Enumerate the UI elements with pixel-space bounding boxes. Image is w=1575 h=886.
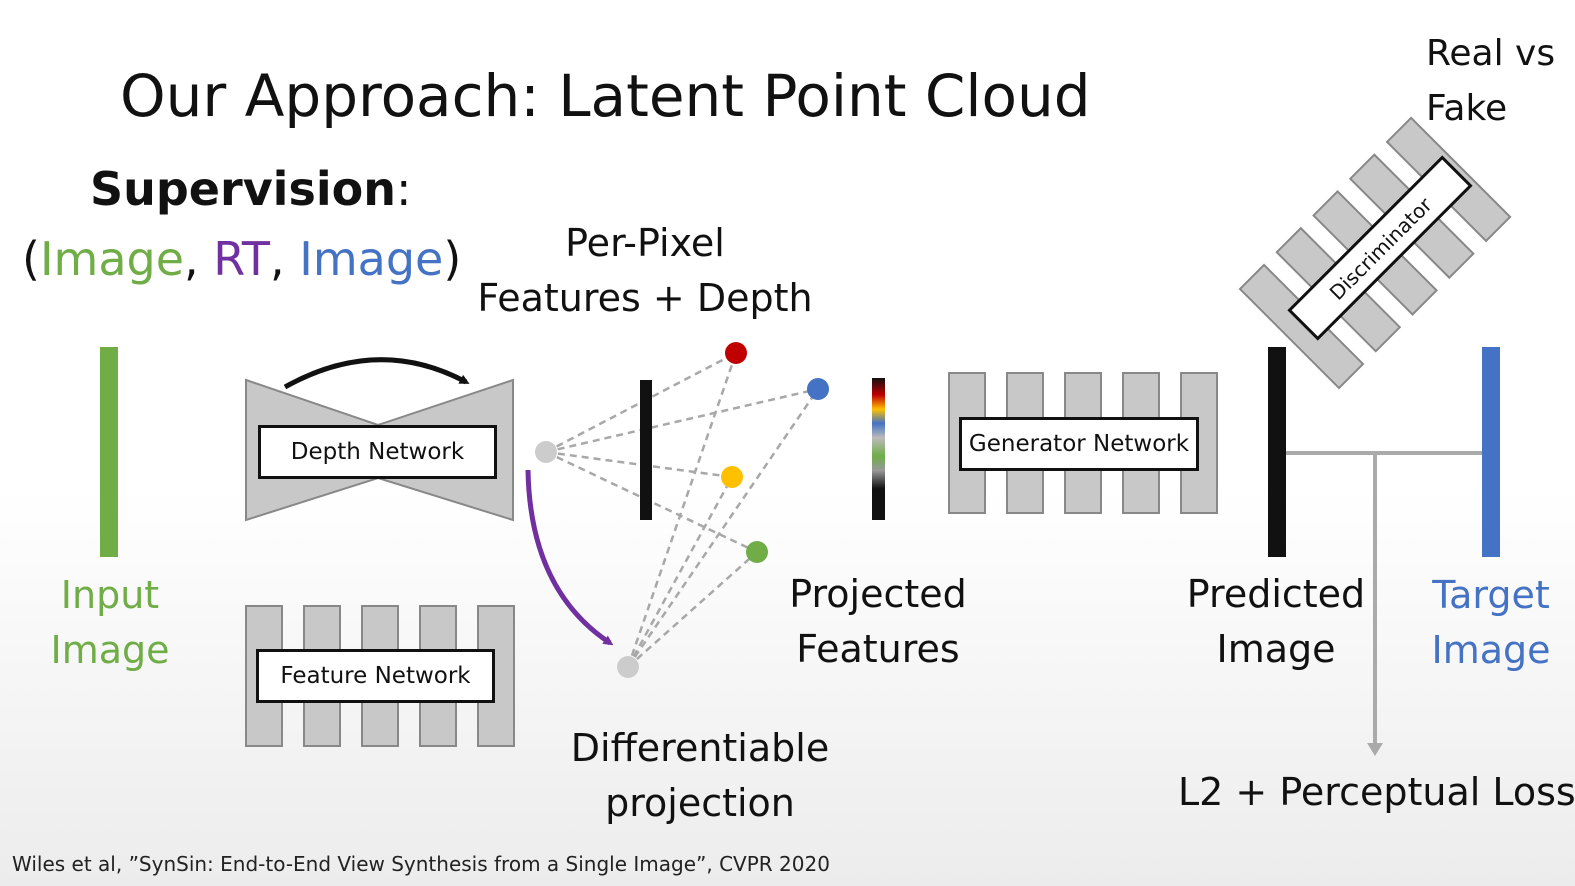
rt-transform-arrow [525,469,614,646]
predicted-image-bar [1268,347,1286,557]
depth-network-label: Depth Network [258,425,497,479]
supervision-label: Supervision [90,162,396,216]
predicted-line-1: Predicted [1186,572,1366,616]
real-vs-line-2: Fake [1426,88,1508,129]
tuple-open: ( [22,232,40,286]
input-image-line-1: Input [60,573,160,617]
tuple-target-image: Image [299,232,444,286]
differentiable-projection-label: Differentiable projection [560,721,840,831]
real-vs-fake-label: Real vs Fake [1426,26,1558,136]
tuple-input-image: Image [39,232,185,286]
target-line-2: Image [1431,628,1551,672]
tuple-close: ) [443,232,462,286]
supervision-tuple: (Image, RT, Image) [22,232,461,286]
supervision-colon: : [395,162,412,216]
green-point [746,541,768,563]
per-pixel-line-1: Per-Pixel [565,221,725,265]
loss-arrow-head [1367,743,1383,756]
predicted-line-2: Image [1216,627,1336,671]
tuple-rt: RT [213,232,270,286]
yellow-point [721,466,743,488]
input-image-bar [100,347,118,557]
diff-proj-line-1: Differentiable [570,726,830,770]
proj-feat-line-2: Features [796,627,960,671]
red-point [725,342,747,364]
loss-label: L2 + Perceptual Loss [1178,770,1575,814]
source-point [535,441,557,463]
projected-point [617,656,639,678]
per-pixel-line-2: Features + Depth [477,276,813,320]
per-pixel-features-bar [640,380,652,520]
feature-network-label: Feature Network [256,649,495,703]
target-image-bar [1482,347,1500,557]
depth-network-skip-arrow [283,357,470,390]
generator-network-label: Generator Network [959,417,1199,471]
projection-lines [545,351,820,668]
real-vs-line-1: Real vs [1426,33,1556,74]
tuple-sep-1: , [184,232,214,286]
blue-point [807,378,829,400]
slide-title: Our Approach: Latent Point Cloud [120,62,1091,130]
input-image-line-2: Image [50,628,170,672]
diff-proj-line-2: projection [605,781,795,825]
citation: Wiles et al, ”SynSin: End-to-End View Sy… [12,852,830,876]
tuple-sep-2: , [270,232,300,286]
target-line-1: Target [1432,573,1550,617]
projected-features-bar [872,378,885,520]
proj-feat-line-1: Projected [789,572,967,616]
supervision-heading: Supervision: [90,162,411,216]
